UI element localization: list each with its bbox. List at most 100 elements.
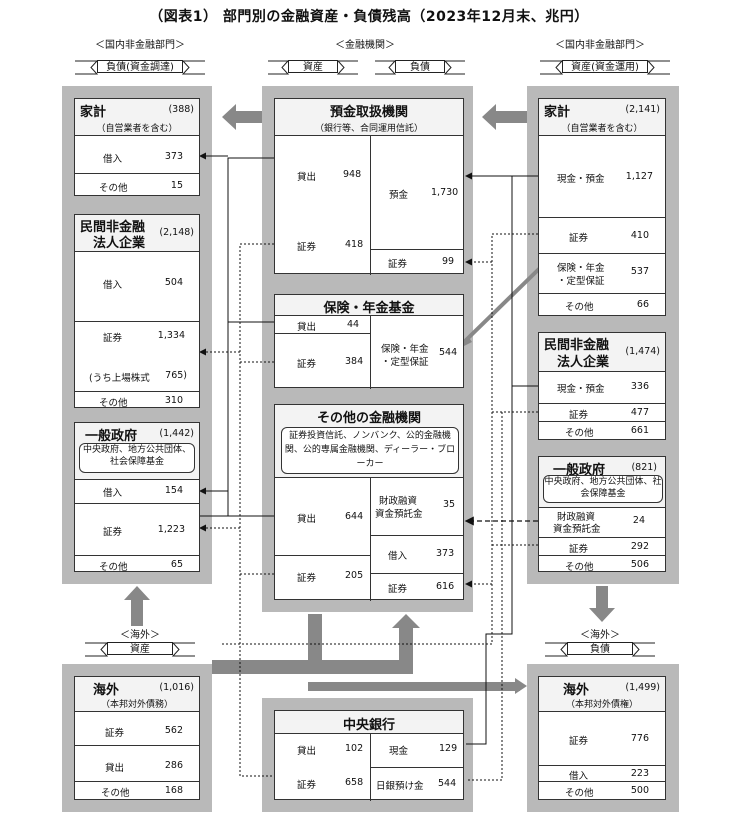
deposit-inst-box: 預金取扱機関 （銀行等、合同運用信託） 貸出 948 証券 418 預金 1,7…: [274, 98, 464, 275]
left-corp-listed-value: 765): [165, 370, 187, 381]
deposit-inst-asset-label: 証券: [297, 242, 317, 253]
overseas-liabs-header: 海外 (1,499) （本邦対外債権）: [539, 677, 665, 712]
right-gov-row-label: その他: [565, 562, 594, 573]
left-gov-total: (1,442): [159, 428, 194, 439]
other-fin-liab-label: 証券: [388, 584, 408, 595]
overseas-assets-total: (1,016): [159, 682, 194, 693]
overseas-assets-row-label: 貸出: [105, 763, 125, 774]
left-gov-sub: 中央政府、地方公共団体、社会保障基金: [79, 443, 195, 473]
left-gov-row-value: 65: [170, 559, 183, 570]
other-fin-asset-label: 貸出: [297, 514, 317, 525]
other-fin-sub: 証券投資信託、ノンバンク、公的金融機関、公的専属金融機関、ディーラー・ブローカー: [281, 427, 459, 474]
right-household-row: 保険・年金 ・定型保証 537: [539, 253, 665, 294]
central-bank-asset-label: 貸出: [297, 746, 317, 757]
left-household-row-label: その他: [99, 183, 128, 194]
ribbon-overseas-left: 資産: [85, 642, 195, 657]
other-fin-asset-label: 証券: [297, 573, 317, 584]
overseas-assets-sub: （本邦対外債務）: [100, 700, 173, 710]
right-corp-row: 証券 477: [539, 403, 665, 422]
right-corp-row-value: 336: [630, 381, 649, 392]
central-bank-liab-label: 現金: [389, 746, 409, 757]
deposit-inst-liab-label: 預金: [389, 190, 409, 201]
right-corp-name: 民間非金融: [544, 338, 610, 353]
right-corp-row-label: 現金・預金: [557, 384, 605, 395]
right-household-row-label: 保険・年金: [557, 263, 605, 274]
deposit-inst-sub: （銀行等、合同運用信託）: [314, 124, 423, 134]
overseas-assets-row-value: 286: [164, 760, 183, 771]
left-corp-row-label: その他: [99, 398, 128, 409]
overseas-assets-box: 海外 (1,016) （本邦対外債務） 証券 562 貸出 286 その他 16…: [74, 676, 200, 800]
overseas-liabs-row: 借入 223: [539, 765, 665, 782]
right-household-row-value: 66: [636, 299, 649, 310]
other-fin-asset-value: 644: [345, 511, 364, 522]
central-bank-liab-label: 日銀預け金: [376, 781, 424, 792]
right-corp-name: 法人企業: [557, 355, 610, 370]
insurance-asset-value: 384: [345, 356, 364, 367]
other-fin-box: その他の金融機関 証券投資信託、ノンバンク、公的金融機関、公的専属金融機関、ディ…: [274, 404, 464, 601]
left-corp-row-label: 借入: [103, 280, 123, 291]
left-household-box: 家計 (388) （自営業者を含む） 借入 373 その他 15: [74, 98, 200, 196]
ribbon-left: 負債(資金調達): [75, 60, 205, 75]
ribbon-overseas-right-label: 負債: [567, 642, 633, 655]
right-household-row-value: 537: [630, 266, 649, 277]
overseas-assets-row: その他 168: [75, 781, 199, 800]
deposit-inst-asset-value: 418: [345, 239, 364, 250]
page-title: （図表1） 部門別の金融資産・負債残高（2023年12月末、兆円）: [149, 9, 589, 25]
right-gov-row-label: 資金預託金: [553, 524, 601, 535]
overseas-liabs-box: 海外 (1,499) （本邦対外債権） 証券 776 借入 223 その他 50…: [538, 676, 666, 800]
insurance-asset-value: 44: [347, 319, 360, 330]
overseas-liabs-name: 海外: [563, 683, 590, 698]
right-gov-total: (821): [631, 462, 657, 473]
left-corp-name: 法人企業: [93, 236, 146, 251]
insurance-box: 保険・年金基金 貸出 44 証券 384 保険・年金 ・定型保証 544: [274, 294, 464, 389]
right-household-row-label: 現金・預金: [557, 174, 605, 185]
left-corp-row: その他 310: [75, 391, 199, 410]
left-household-row-value: 373: [164, 151, 183, 162]
insurance-header: 保険・年金基金: [275, 295, 463, 316]
right-corp-box: 民間非金融 法人企業 (1,474) 現金・預金 336 証券 477 その他 …: [538, 332, 666, 440]
left-gov-row-label: 証券: [103, 527, 123, 538]
ribbon-overseas-left-label: 資産: [107, 642, 173, 655]
left-gov-row: その他 65: [75, 555, 199, 574]
insurance-liab-value: 544: [439, 347, 458, 358]
overseas-assets-row: 貸出 286: [75, 745, 199, 782]
right-corp-row-label: その他: [565, 428, 594, 439]
other-fin-liab-value: 35: [443, 499, 456, 510]
deposit-inst-liab-value: 99: [442, 256, 455, 267]
insurance-name: 保険・年金基金: [323, 301, 415, 316]
ribbon-overseas-right: 負債: [545, 642, 655, 657]
deposit-inst-liab-row: 証券 99: [370, 249, 463, 274]
left-household-header: 家計 (388) （自営業者を含む）: [75, 99, 199, 136]
other-fin-liab-label: 財政融資: [379, 496, 418, 507]
right-household-row-value: 1,127: [625, 171, 653, 182]
left-household-total: (388): [168, 104, 194, 115]
insurance-liab-label: 保険・年金: [381, 344, 429, 355]
overseas-assets-row-value: 168: [164, 785, 183, 796]
right-household-total: (2,141): [625, 104, 660, 115]
right-gov-sub: 中央政府、地方公共団体、社会保障基金: [543, 475, 663, 503]
other-fin-liab-value: 373: [436, 548, 455, 559]
section-label-overseas-right: ＜海外＞: [580, 630, 620, 641]
deposit-inst-header: 預金取扱機関 （銀行等、合同運用信託）: [275, 99, 463, 136]
insurance-asset-label: 貸出: [297, 322, 317, 333]
left-corp-total: (2,148): [159, 227, 194, 238]
other-fin-name: その他の金融機関: [316, 411, 421, 426]
section-label-center: ＜金融機関＞: [335, 40, 395, 51]
left-gov-box: 一般政府 (1,442) 中央政府、地方公共団体、社会保障基金 借入 154 証…: [74, 422, 200, 574]
ribbon-center-liab: 負債: [375, 60, 465, 75]
right-gov-row-label: 財政融資: [557, 512, 596, 523]
right-gov-row-value: 506: [630, 559, 649, 570]
overseas-liabs-row-value: 500: [630, 785, 649, 796]
left-gov-row: 証券 1,223: [75, 503, 199, 556]
overseas-liabs-sub: （本邦対外債権）: [565, 700, 638, 710]
section-label-right: ＜国内非金融部門＞: [555, 40, 645, 51]
right-corp-row-value: 477: [630, 407, 649, 418]
right-household-row: 証券 410: [539, 217, 665, 254]
left-gov-row-value: 154: [164, 485, 183, 496]
left-corp-row-value: 310: [164, 395, 183, 406]
ribbon-left-label: 負債(資金調達): [97, 60, 183, 73]
right-household-box: 家計 (2,141) （自営業者を含む） 現金・預金 1,127 証券 410 …: [538, 98, 666, 316]
left-corp-row-value: 504: [164, 277, 183, 288]
overseas-liabs-total: (1,499): [625, 682, 660, 693]
